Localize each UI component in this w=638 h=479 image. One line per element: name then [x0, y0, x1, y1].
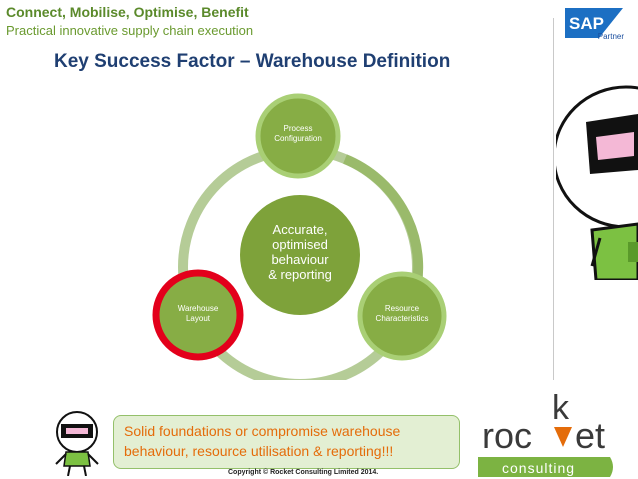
- node-label-warehouse-layout: Warehouse Layout: [153, 304, 243, 324]
- node-warehouse-layout: [152, 269, 244, 361]
- callout-line: Solid foundations or compromise warehous…: [124, 423, 401, 439]
- callout-box: Solid foundations or compromise warehous…: [113, 415, 460, 469]
- node-label-process-configuration: Process Configuration: [253, 124, 343, 144]
- node-process-configuration: [255, 93, 341, 179]
- cycle-diagram-graphic: [152, 93, 447, 380]
- callout-text: Solid foundations or compromise warehous…: [124, 421, 454, 461]
- callout-line: behaviour, resource utilisation & report…: [124, 443, 394, 459]
- cycle-diagram: Accurate, optimised behaviour & reportin…: [140, 90, 470, 380]
- center-label-line: behaviour: [271, 252, 329, 267]
- sap-partner-label: Partner: [597, 32, 624, 41]
- node-label-line: Warehouse: [177, 304, 219, 313]
- slide-title: Key Success Factor – Warehouse Definitio…: [54, 51, 451, 72]
- flame-icon: [554, 427, 572, 447]
- node-label-line: Layout: [185, 314, 211, 323]
- logo-band: [478, 457, 613, 477]
- copyright: Copyright © Rocket Consulting Limited 20…: [228, 469, 379, 476]
- rocket-consulting-logo: k roc et consulting: [478, 389, 613, 477]
- center-label-line: Accurate,: [272, 222, 328, 237]
- mascot-illustration: [556, 85, 638, 280]
- logo-k-letter: k: [552, 389, 570, 427]
- node-label-resource-characteristics: Resource Characteristics: [357, 304, 447, 324]
- center-label-line: optimised: [272, 237, 328, 252]
- logo-subword: consulting: [502, 460, 575, 476]
- subtagline: Practical innovative supply chain execut…: [6, 23, 254, 38]
- center-label: Accurate, optimised behaviour & reportin…: [245, 222, 355, 282]
- small-mascot-illustration: [55, 411, 99, 476]
- node-label-line: Resource: [384, 304, 420, 313]
- vertical-divider: [553, 18, 554, 380]
- logo-word-part1: roc: [482, 415, 532, 456]
- node-label-line: Process: [283, 124, 313, 133]
- logo-word-part2: et: [575, 415, 605, 456]
- sap-logo-text: SAP: [569, 14, 604, 33]
- node-resource-characteristics: [357, 271, 447, 361]
- node-label-line: Characteristics: [375, 314, 429, 323]
- center-label-line: & reporting: [268, 267, 332, 282]
- sap-logo: SAP: [565, 8, 623, 38]
- node-label-line: Configuration: [274, 134, 322, 143]
- tagline: Connect, Mobilise, Optimise, Benefit: [6, 4, 249, 20]
- center-circle: [240, 195, 360, 315]
